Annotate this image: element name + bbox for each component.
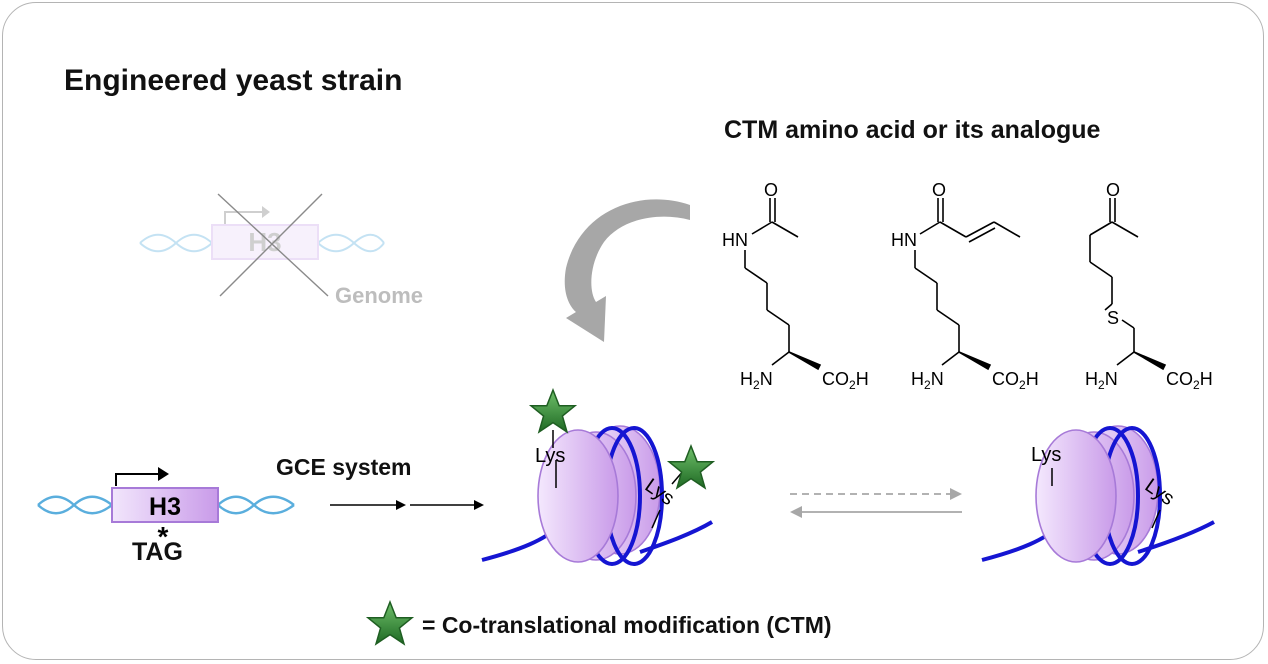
svg-text:HN: HN bbox=[722, 230, 748, 250]
lys-label-3: Lys bbox=[1031, 444, 1061, 466]
h3-gene-box bbox=[111, 487, 219, 523]
molecule-thioether-analogue bbox=[1089, 198, 1167, 371]
legend-star-icon bbox=[367, 601, 413, 645]
analogue-heading: CTM amino acid or its analogue bbox=[724, 116, 1101, 144]
faded-gene-label: H3 bbox=[248, 227, 281, 257]
acid-2: CO2H bbox=[992, 369, 1039, 392]
lys-label-1: Lys bbox=[535, 445, 565, 467]
molecule-3-labels: O S H2N CO2H bbox=[1085, 180, 1213, 392]
acid-1: CO2H bbox=[822, 369, 869, 392]
engineered-gene: H3 * bbox=[37, 467, 295, 552]
figure-title: Engineered yeast strain bbox=[64, 64, 403, 97]
svg-text:O: O bbox=[764, 180, 778, 200]
stop-codon-label: TAG bbox=[132, 538, 183, 566]
nucleosome-modified: Lys Lys bbox=[481, 389, 714, 566]
ctm-star-2 bbox=[668, 445, 714, 489]
molecule-2-labels: O HN H2N CO2H bbox=[891, 180, 1039, 392]
dna-helix bbox=[37, 495, 295, 515]
promoter-arrow bbox=[115, 473, 160, 486]
genome-knockout: H3 bbox=[139, 206, 385, 260]
gce-label: GCE system bbox=[276, 454, 412, 480]
knockout-cross bbox=[217, 193, 329, 297]
genome-label: Genome bbox=[335, 283, 424, 308]
molecule-1-labels: O HN H2N CO2H bbox=[722, 180, 869, 392]
nucleosome-unmodified: Lys Lys bbox=[981, 425, 1215, 566]
molecule-crotonyllysine bbox=[914, 198, 1021, 371]
gce-arrows bbox=[330, 500, 484, 510]
amine-3: H2N bbox=[1085, 369, 1118, 392]
equilibrium-arrows bbox=[790, 488, 962, 518]
svg-text:O: O bbox=[932, 180, 946, 200]
faded-dna-helix bbox=[139, 233, 385, 253]
uptake-curved-arrow bbox=[564, 199, 690, 342]
molecule-acetyllysine bbox=[744, 198, 822, 371]
amine-2: H2N bbox=[911, 369, 944, 392]
stop-marker: * bbox=[158, 521, 169, 552]
svg-text:HN: HN bbox=[891, 230, 917, 250]
gene-label: H3 bbox=[149, 493, 181, 521]
svg-text:S: S bbox=[1107, 308, 1119, 328]
acid-3: CO2H bbox=[1166, 369, 1213, 392]
faded-promoter-arrow bbox=[224, 211, 262, 224]
faded-gene-box bbox=[211, 224, 319, 260]
ctm-star-1 bbox=[530, 389, 576, 433]
amine-1: H2N bbox=[740, 369, 773, 392]
legend-text: = Co-translational modification (CTM) bbox=[422, 612, 832, 638]
svg-text:O: O bbox=[1106, 180, 1120, 200]
